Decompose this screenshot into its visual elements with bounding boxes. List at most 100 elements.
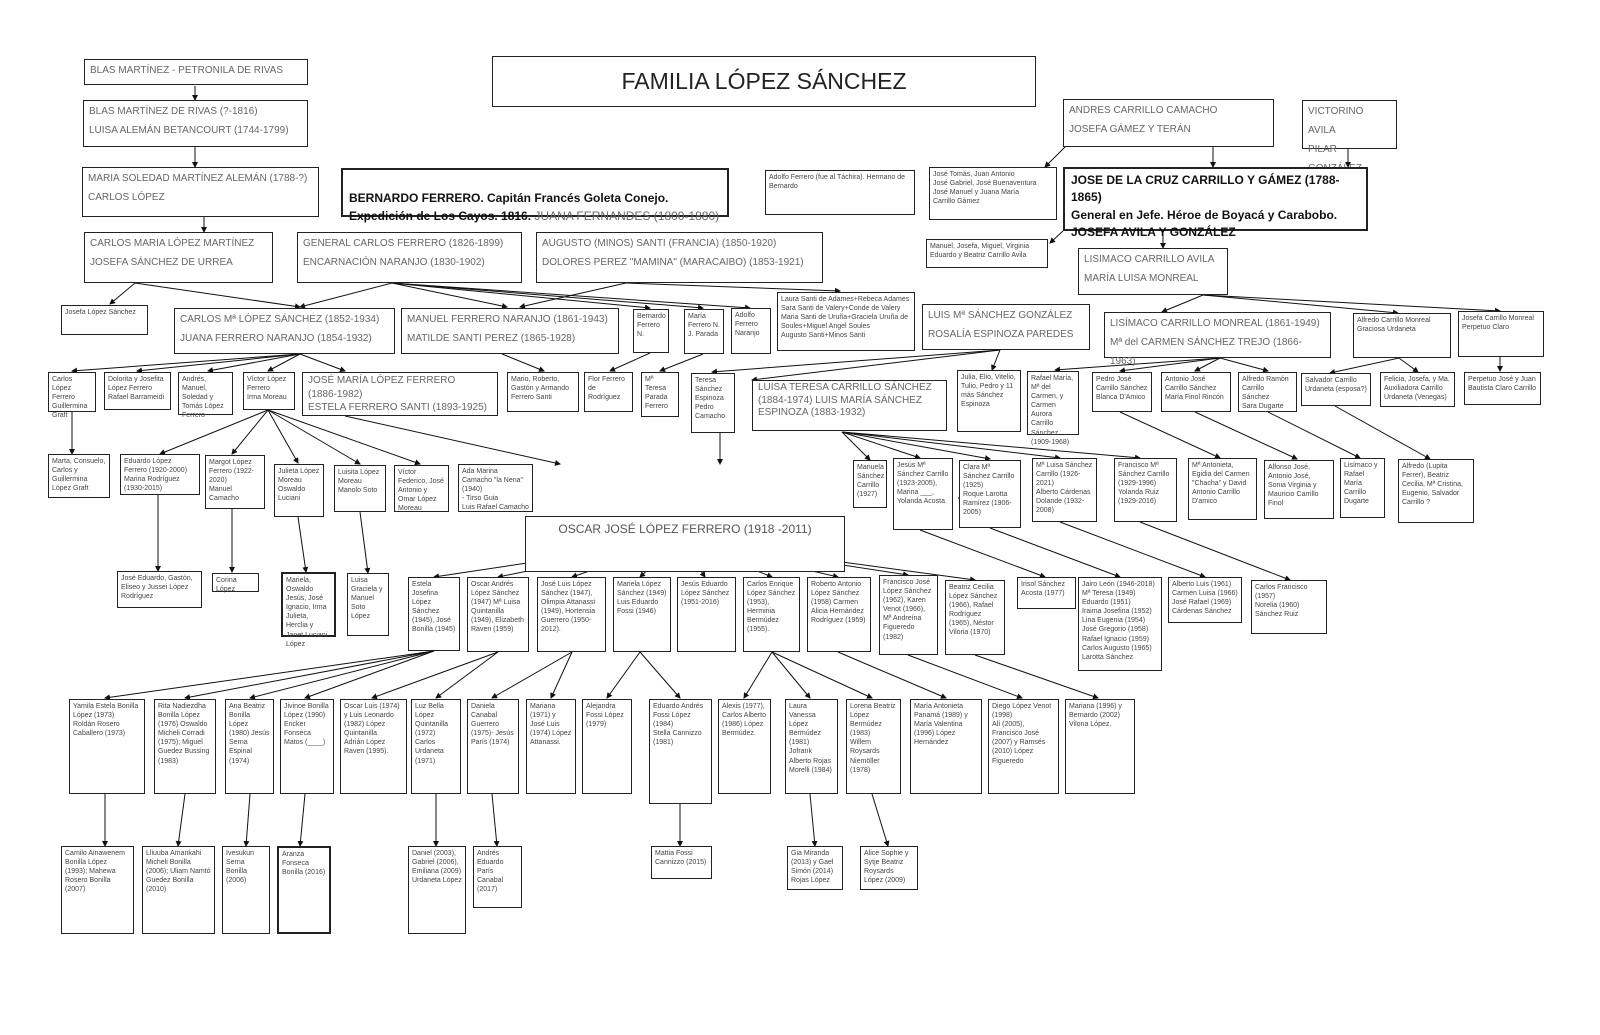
connector-arrow <box>371 651 499 700</box>
connector-arrow <box>134 282 301 310</box>
node-mariela-oswaldo: Mariela, Oswaldo Jesús, José Ignacio, Ir… <box>281 572 336 648</box>
connector-arrow <box>841 431 921 460</box>
connector-arrow <box>1329 357 1400 375</box>
connector-arrow <box>136 353 301 374</box>
node-francisco-ma: Francisco Mª Sánchez Carrillo (1929-1996… <box>1114 458 1177 522</box>
node-dolorita: Dolorita y Josefita López Ferrero Rafael… <box>104 372 171 410</box>
connector-arrow <box>841 431 991 462</box>
connector-arrow <box>391 282 704 311</box>
connector-arrow <box>1119 357 1221 374</box>
node-irisol: Irisol Sánchez Acosta (1977) <box>1017 577 1076 609</box>
node-roberto-antonio: Roberto Antonio López Sánchez (1958) Car… <box>807 577 871 652</box>
node-alfonso-jose: Alfonso José, Antonio José, Sonia Virgin… <box>1264 460 1334 519</box>
connector-arrow <box>184 650 435 701</box>
connector-arrow <box>1194 411 1298 460</box>
connector-arrow <box>297 793 306 847</box>
node-jose-eduardo: José Eduardo, Gastón, Eliseo y Jussei Ló… <box>117 571 202 608</box>
node-luz-bella: Luz Bella López Quintanilla (1972) Carlo… <box>411 699 461 794</box>
node-victorino: VICTORINO AVILA PILAR GONZÁLEZ <box>1302 100 1397 174</box>
node-perpetuo: Perpetuo José y Juan Bautista Claro Carr… <box>1464 372 1541 405</box>
connector-arrow <box>1202 294 1501 314</box>
node-alfredo-lupita: Alfredo (Lupita Ferrer), Beatriz Cecilia… <box>1398 459 1474 523</box>
node-jesus-eduardo: Jesús Eduardo López Sánchez (1951-2016) <box>677 577 736 652</box>
connector-arrow <box>359 511 371 574</box>
node-ma-teresa-parada: Mª Teresa Parada Ferrero <box>641 372 679 417</box>
node-aranza: Aranza Fonseca Bonilla (2016) <box>277 846 331 934</box>
node-mario-roberto: Mario, Roberto, Gastón y Armando Ferrero… <box>507 372 579 412</box>
connector-arrow <box>104 650 435 701</box>
node-rafael-maria: Rafael María, Mª del Carmen, y Carmen Au… <box>1027 371 1079 446</box>
node-jesus-ma: Jesús Mª Sánchez Carrillo (1923-2005), M… <box>893 458 953 530</box>
node-andres-manuel: Andrés, Manuel, Soledad y Tomás López Fe… <box>178 372 233 419</box>
connector-arrow <box>1194 357 1221 372</box>
node-antonio-jose: Antonio José Carrillo Sánchez María Fino… <box>1161 372 1231 412</box>
node-camilo: Camilo Ainawenem Bonilla López (1993); M… <box>61 846 134 934</box>
connector-arrow <box>491 651 573 699</box>
node-jose-maria-lf: JOSÉ MARÍA LÓPEZ FERRERO (1886-1982) EST… <box>302 372 498 416</box>
node-lliuuba: Lliuuba Amankahi Micheli Bonilla (2006);… <box>142 846 215 934</box>
connector-arrow <box>1334 405 1431 460</box>
node-carlos-enrique: Carlos Enrique López Sánchez (1953), Her… <box>743 577 800 652</box>
node-jivinoe: Jivinoe Bonilla López (1990) Ericker Fon… <box>280 699 334 794</box>
connector-arrow <box>391 282 508 309</box>
node-bernardo-n: Bernardo Ferrero N. <box>633 309 669 353</box>
node-maria-soledad: MARIA SOLEDAD MARTÍNEZ ALEMÁN (1788-?) C… <box>82 167 319 217</box>
connector-arrow <box>809 793 818 847</box>
connector-arrow <box>159 409 269 455</box>
connector-arrow <box>907 654 1023 700</box>
node-ma-luisa: Mª Luisa Sánchez Carrillo (1926-2021) Al… <box>1032 458 1097 522</box>
node-julieta: Julieta López Moreau Oswaldo Luciani <box>274 464 324 517</box>
node-luisita: Luisita López Moreau Manolo Soto <box>334 465 386 512</box>
node-maria-ferrero: María Ferrero N. J. Parada <box>684 309 724 354</box>
connector-arrow <box>991 349 1001 371</box>
node-alice: Alice Sophie y Sytje Beatriz Roysards Ló… <box>860 846 918 890</box>
connector-arrow <box>243 793 251 847</box>
connector-arrow <box>625 282 841 294</box>
node-flor-ferrero: Flor Ferrero de Rodríguez <box>584 372 633 412</box>
connector-arrow <box>841 431 1141 461</box>
connector-arrow <box>550 651 573 699</box>
node-luisa-graciela: Luisa Graciela y Manuel Soto López <box>347 573 389 636</box>
node-mariana: Mariana (1971) y José Luis (1974) López … <box>526 699 576 794</box>
connector-arrow <box>267 409 361 465</box>
node-jose-cruz: JOSE DE LA CRUZ CARRILLO Y GÁMEZ (1788-1… <box>1063 167 1368 239</box>
node-mariana-bernardo: Mariana (1996) y Bernardo (2002) Vilona … <box>1065 699 1135 794</box>
connector-arrow <box>267 409 421 466</box>
connector-arrow <box>989 527 1121 579</box>
node-yamila: Yamila Estela Bonilla López (1973) Roldá… <box>69 699 145 794</box>
node-salvador: Salvador Carrillo Urdaneta (esposa?) <box>1301 373 1371 406</box>
connector-arrow <box>871 793 890 847</box>
connector-arrow <box>175 793 186 847</box>
connector-arrow <box>751 349 1001 383</box>
connector-arrow <box>1119 411 1221 459</box>
node-victor-federico: Víctor Federico, José Antonio y Omar Lóp… <box>394 465 449 512</box>
node-jose-tomas: José Tomás, Juan Antonio José Gabriel, J… <box>929 167 1057 220</box>
node-diego-lopez: Diego López Venot (1998) Alí (2005), Fra… <box>988 699 1059 794</box>
connector-arrow <box>771 651 811 699</box>
node-luis-ma: LUIS Mª SÁNCHEZ GONZÁLEZ ROSALÍA ESPINOZ… <box>922 304 1090 350</box>
connector-arrow <box>1161 294 1204 313</box>
node-alfredo-ramon: Alfredo Ramón Carrillo Sánchez Sara Duga… <box>1238 372 1297 412</box>
connector-arrow <box>841 431 871 461</box>
connector-arrow <box>606 651 641 699</box>
connector-arrow <box>743 651 773 699</box>
connector-arrow <box>1044 146 1066 168</box>
node-blas-luisa: BLAS MARTÍNEZ DE RIVAS (?-1816) LUISA AL… <box>83 100 308 147</box>
node-eduardo-lopez: Eduardo López Ferrero (1920-2000) Marina… <box>120 454 200 495</box>
connector-arrow <box>267 353 301 372</box>
connector-arrow <box>71 353 301 374</box>
connector-arrow <box>919 529 1046 579</box>
node-manuel-ferrero: MANUEL FERRERO NARANJO (1861-1943) MATIL… <box>401 308 619 354</box>
connector-arrow <box>207 353 301 374</box>
node-maria-antonieta: María Antonieta Panamá (1989) y María Va… <box>910 699 982 794</box>
node-alberto-luis: Alberto Luis (1961) Carmen Luisa (1966) … <box>1168 577 1242 623</box>
connector-arrow <box>249 650 435 700</box>
connector-arrow <box>299 282 393 309</box>
connector-arrow <box>501 353 545 372</box>
connector-arrow <box>231 409 269 455</box>
node-daniel-gabriel: Daniel (2003), Gabriel (2006), Emiliana … <box>408 846 466 934</box>
node-laura-vanessa: Laura Vanessa López Bermúdez (1981) Jofr… <box>785 699 838 794</box>
node-oscar-andres: Oscar Andrés López Sánchez (1947) Mª Lui… <box>467 577 529 652</box>
connector-arrow <box>639 651 681 699</box>
connector-arrow <box>267 409 299 464</box>
